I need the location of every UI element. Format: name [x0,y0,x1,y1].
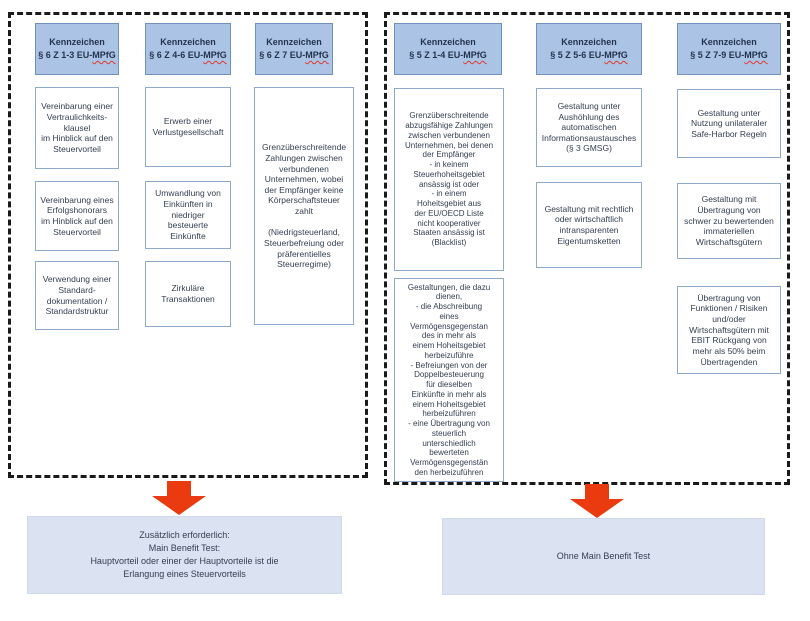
main-benefit-test-box: Zusätzlich erforderlich: Main Benefit Te… [27,516,342,594]
header-ref: § 5 Z 5-6 EU-MPfG [550,50,628,60]
hallmark-box-intangibles-transfer: Gestaltung mit Übertragung von schwer zu… [677,183,781,259]
down-arrow-icon [152,481,206,515]
header-title: Kennzeichen [420,36,476,47]
header-ref: § 5 Z 1-4 EU-MPfG [409,50,487,60]
header-title: Kennzeichen [160,36,216,47]
header-5z7-9: Kennzeichen § 5 Z 7-9 EU-MPfG [677,23,781,75]
hallmarks-group-section5: Kennzeichen § 5 Z 1-4 EU-MPfG Kennzeiche… [384,12,790,485]
down-arrow-icon [570,484,624,518]
hallmark-box-standard-documentation: Verwendung einer Standard- dokumentation… [35,261,119,330]
header-6z1-3: Kennzeichen § 6 Z 1-3 EU-MPfG [35,23,119,75]
header-5z1-4: Kennzeichen § 5 Z 1-4 EU-MPfG [394,23,502,75]
hallmark-box-crossborder-payments: Grenzüberschreitende Zahlungen zwischen … [254,87,354,325]
hallmark-box-success-fee: Vereinbarung eines Erfolgshonorars im Hi… [35,181,119,251]
hallmark-box-loss-company: Erwerb einer Verlustgesellschaft [145,87,231,167]
hallmark-box-depreciation-arrangements: Gestaltungen, die dazu dienen, - die Abs… [394,278,504,482]
header-6z7: Kennzeichen § 6 Z 7 EU-MPfG [255,23,333,75]
misspelled-word: MPfG [203,50,227,60]
hallmark-box-safe-harbor: Gestaltung unter Nutzung unilateraler Sa… [677,89,781,158]
header-6z4-6: Kennzeichen § 6 Z 4-6 EU-MPfG [145,23,231,75]
hallmark-box-deductible-payments: Grenzüberschreitende abzugsfähige Zahlun… [394,88,504,271]
hallmark-box-confidentiality: Vereinbarung einer Vertraulichkeits- kla… [35,87,119,169]
hallmark-box-information-exchange: Gestaltung unter Aushöhlung des automati… [536,88,642,167]
hallmark-box-circular-transactions: Zirkuläre Transaktionen [145,261,231,327]
hallmark-box-income-conversion: Umwandlung von Einkünften in niedriger b… [145,181,231,249]
header-ref: § 6 Z 1-3 EU-MPfG [38,50,116,60]
header-title: Kennzeichen [49,36,105,47]
misspelled-word: MPfG [463,50,487,60]
header-ref: § 5 Z 7-9 EU-MPfG [690,50,768,60]
header-title: Kennzeichen [701,36,757,47]
misspelled-word: MPfG [744,50,768,60]
header-title: Kennzeichen [266,36,322,47]
header-5z5-6: Kennzeichen § 5 Z 5-6 EU-MPfG [536,23,642,75]
misspelled-word: MPfG [604,50,628,60]
no-main-benefit-test-box: Ohne Main Benefit Test [442,518,765,595]
hallmarks-group-section6: Kennzeichen § 6 Z 1-3 EU-MPfG Kennzeiche… [8,12,368,478]
header-ref: § 6 Z 7 EU-MPfG [259,50,329,60]
misspelled-word: MPfG [92,50,116,60]
hallmark-box-ebit-transfer: Übertragung von Funktionen / Risiken und… [677,286,781,374]
header-ref: § 6 Z 4-6 EU-MPfG [149,50,227,60]
misspelled-word: MPfG [305,50,329,60]
header-title: Kennzeichen [561,36,617,47]
hallmark-box-opaque-ownership: Gestaltung mit rechtlich oder wirtschaft… [536,182,642,268]
